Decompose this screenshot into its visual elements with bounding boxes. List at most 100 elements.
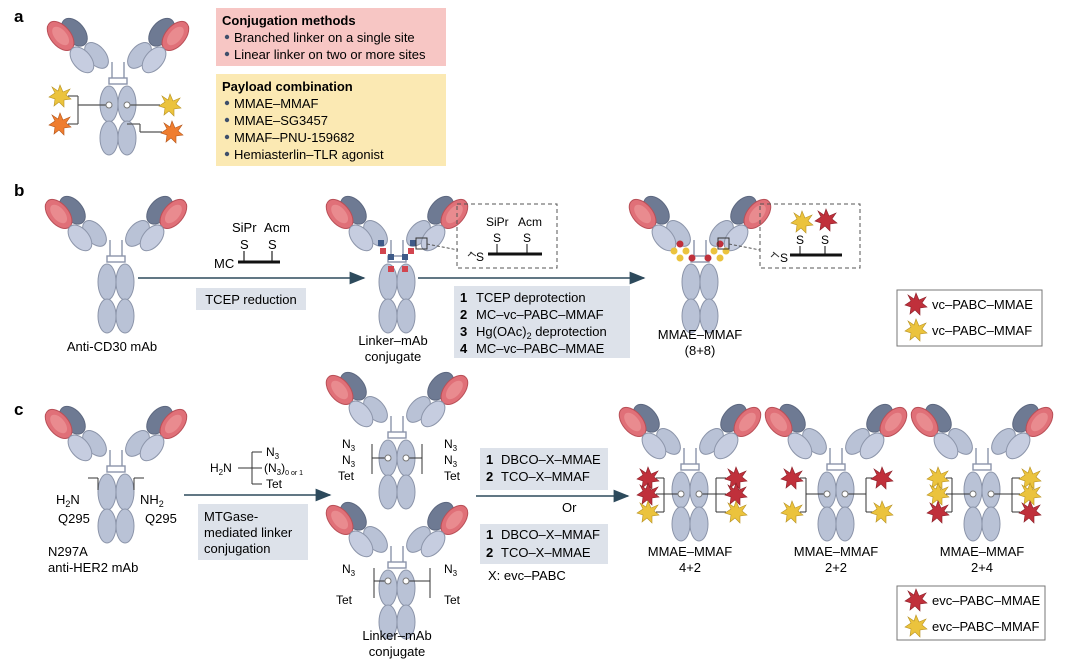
step-number: 1 (460, 290, 467, 305)
legend-panel-c: evc–PABC–MMAE evc–PABC–MMAF (896, 585, 1046, 641)
mtgase-line: conjugation (204, 541, 271, 556)
sulfur-label: S (268, 237, 277, 252)
payload-combination-background (216, 74, 446, 166)
svg-text:Tet: Tet (444, 469, 461, 483)
branched-conjugate-icon (320, 360, 474, 510)
sipr-label: SiPr (486, 215, 509, 229)
payload-star-yellow-icon (48, 84, 72, 108)
sulfur-label: S (780, 251, 788, 265)
product-2-2 (759, 392, 913, 542)
intermediate-label-line1: Linker–mAb (358, 333, 427, 348)
product-label: MMAE–MMAF (940, 544, 1025, 559)
step-text: Hg(OAc)2 deprotection (476, 324, 607, 341)
linker-attachment-marks (378, 240, 416, 272)
payload-combination-title: Payload combination (222, 79, 353, 94)
mtgase-line: mediated linker (204, 525, 293, 540)
product-ratio: 2+4 (971, 560, 993, 575)
svg-text:H2N: H2N (210, 461, 232, 477)
sulfur-label: S (523, 231, 531, 245)
intermediate-c-line1: Linker–mAb (362, 628, 431, 643)
mab-name-line2: anti-HER2 mAb (48, 560, 138, 575)
legend-panel-b: vc–PABC–MMAE vc–PABC–MMAF (896, 289, 1043, 347)
step-text: TCEP deprotection (476, 290, 586, 305)
step-text: TCO–X–MMAE (501, 545, 591, 560)
panel-b-label: b (14, 181, 24, 200)
payload-star-yellow-icon (158, 93, 182, 117)
payload-star-orange-icon (160, 120, 184, 144)
mmae-mmaf-8-8-antibody-icon (623, 184, 777, 334)
sulfur-label: S (476, 250, 484, 264)
svg-text:N3: N3 (342, 437, 356, 453)
step-text: MC–vc–PABC–MMAF (476, 307, 604, 322)
linker-mab-conjugate-icon (320, 184, 474, 334)
step-number: 1 (486, 527, 493, 542)
payload-item: Hemiasterlin–TLR agonist (234, 147, 384, 162)
svg-text:(N3)0 or 1: (N3)0 or 1 (264, 461, 303, 477)
svg-text:Tet: Tet (266, 477, 283, 491)
svg-text:Tet: Tet (338, 469, 355, 483)
conjugation-item: Branched linker on a single site (234, 30, 415, 45)
linker-reagent: H2N N3 (N3)0 or 1 Tet (210, 445, 303, 491)
svg-text:N3: N3 (444, 453, 458, 469)
mtgase-box (198, 504, 308, 560)
product-label-line1: MMAE–MMAF (658, 327, 743, 342)
payload-item: MMAF–PNU-159682 (234, 130, 355, 145)
sulfur-label: S (796, 233, 804, 247)
zoom-marker (415, 237, 428, 250)
steps-box (454, 286, 630, 358)
q295-left: Q295 (58, 511, 90, 526)
svg-text:N3: N3 (342, 562, 356, 578)
panel-a-label: a (14, 7, 24, 26)
glutamine-side-chains: Tet (88, 477, 144, 490)
step-number: 2 (460, 307, 467, 322)
mab-name-line1: N297A (48, 544, 88, 559)
tcep-reduction-label: TCEP reduction (205, 292, 297, 307)
anti-cd30-label: Anti-CD30 mAb (67, 339, 157, 354)
conjugation-methods-box: Conjugation methods Branched linker on a… (216, 8, 446, 66)
step-text: TCO–X–MMAF (501, 469, 590, 484)
mc-label: MC (214, 256, 234, 271)
steps-top-box (480, 448, 608, 490)
branched-linkers: N3 N3 Tet N3 N3 Tet (338, 437, 461, 483)
payload-item: MMAE–SG3457 (234, 113, 328, 128)
sulfur-label: S (493, 231, 501, 245)
mtgase-line: MTGase- (204, 509, 258, 524)
intermediate-label-line2: conjugate (365, 349, 421, 364)
conjugation-item: Linear linker on two or more sites (234, 47, 426, 62)
product-4-2 (613, 392, 767, 542)
svg-text:N3: N3 (342, 453, 356, 469)
amine-right: NH2 (140, 492, 164, 509)
payload-star-orange-icon (48, 112, 72, 136)
product-ratio: 4+2 (679, 560, 701, 575)
payload-item: MMAE–MMAF (234, 96, 319, 111)
or-label: Or (562, 500, 577, 515)
payload-dots (670, 240, 730, 262)
svg-text:Tet: Tet (336, 593, 353, 607)
anti-cd30-antibody-icon (39, 184, 193, 334)
legend-entry: evc–PABC–MMAF (932, 619, 1039, 634)
product-label: MMAE–MMAF (794, 544, 879, 559)
step-number: 2 (486, 469, 493, 484)
sulfur-label: S (821, 233, 829, 247)
sipr-label: SiPr (232, 220, 257, 235)
step-text: MC–vc–PABC–MMAE (476, 341, 605, 356)
legend-entry: evc–PABC–MMAE (932, 593, 1040, 608)
step-number: 3 (460, 324, 467, 339)
legend-entry: vc–PABC–MMAF (932, 323, 1032, 338)
payload-inset-box: S S S (759, 203, 861, 269)
payload-combination-box: Payload combination MMAE–MMAF MMAE–SG345… (216, 74, 446, 166)
linker-structure: SiPr Acm S S MC (214, 220, 290, 271)
step-text: DBCO–X–MMAE (501, 452, 601, 467)
x-note: X: evc–PABC (488, 568, 566, 583)
linear-linkers: N3 Tet N3 Tet (336, 562, 461, 607)
product-2-4 (905, 392, 1059, 542)
step-number: 1 (486, 452, 493, 467)
amine-left: H2N (56, 492, 80, 509)
q295-right: Q295 (145, 511, 177, 526)
svg-text:Tet: Tet (444, 593, 461, 607)
panel-c-label: c (14, 400, 23, 419)
steps-list: 1 TCEP deprotection 2 MC–vc–PABC–MMAF 3 … (460, 290, 607, 356)
svg-text:N3: N3 (444, 562, 458, 578)
acm-label: Acm (264, 220, 290, 235)
